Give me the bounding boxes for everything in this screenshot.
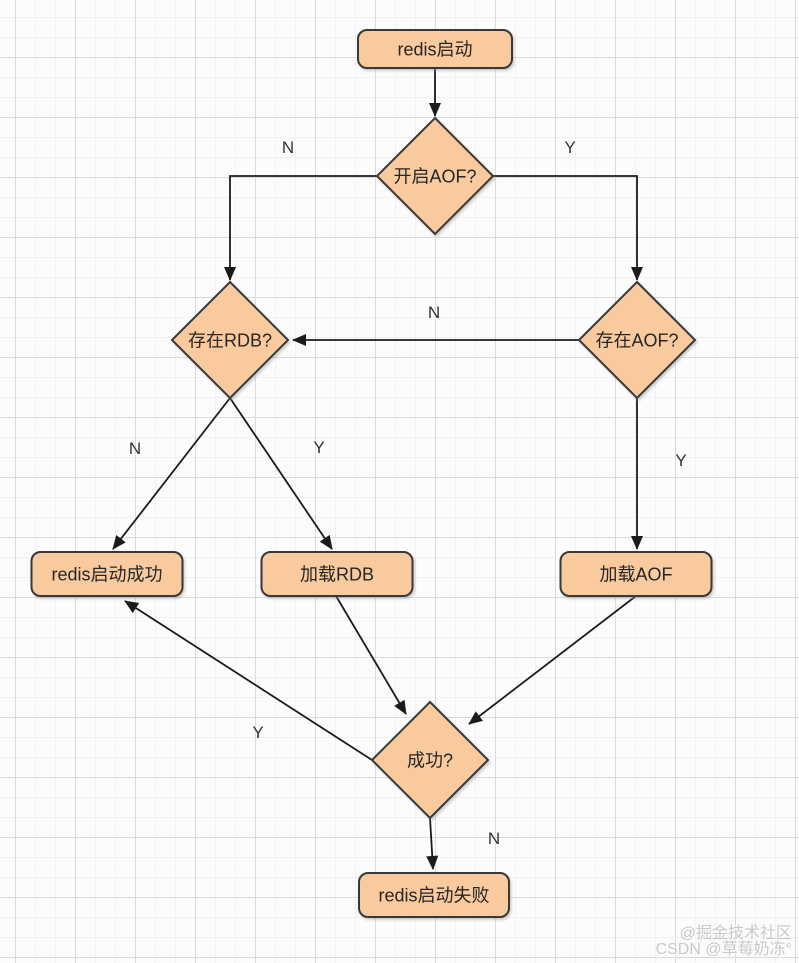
edge-aof-enabled-y-to-aof [492,175,643,281]
node-aof-enabled: 开启AOF? [375,116,495,236]
edge-label-aof-enabled-y-to-aof: Y [564,138,575,157]
edge-label-aof-enabled-n-to-rdb: N [282,138,294,157]
node-label-start: redis启动 [397,39,472,59]
node-shape-start-success [30,551,184,597]
node-shape-rdb-exists [170,280,290,400]
node-shape-start [357,29,513,69]
node-label-aof-exists: 存在AOF? [595,330,678,350]
node-start-success: redis启动成功 [30,551,184,597]
node-start: redis启动 [357,29,513,69]
edge-load-aof-to-success [468,595,637,725]
node-shape-load-aof [559,551,713,597]
edge-rdb-exists-n-to-success [112,397,231,550]
edge-label-aof-exists-n-to-rdb: N [428,303,440,322]
node-label-aof-enabled: 开启AOF? [393,166,476,186]
edge-success-y-to-startsuccess [124,600,373,761]
edge-label-success-y-to-startsuccess: Y [252,723,263,742]
node-label-load-rdb: 加载RDB [300,564,374,584]
edge-load-rdb-to-success [335,595,407,715]
node-shape-start-fail [358,872,510,918]
node-rdb-exists: 存在RDB? [170,280,290,400]
node-load-rdb: 加载RDB [260,551,414,597]
node-success: 成功? [370,700,490,820]
node-label-rdb-exists: 存在RDB? [188,330,272,350]
node-load-aof: 加载AOF [559,551,713,597]
node-label-success: 成功? [407,750,453,770]
node-shape-load-rdb [260,551,414,597]
edge-rdb-exists-y-to-loadrdb [229,397,333,550]
edge-label-aof-exists-y-to-loadaof: Y [675,451,686,470]
node-shape-aof-enabled [375,116,495,236]
edge-label-rdb-exists-n-to-success: N [129,439,141,458]
edge-label-success-n-to-startfail: N [488,829,500,848]
edge-success-n-to-startfail [426,817,439,870]
node-label-start-fail: redis启动失败 [378,885,489,905]
edge-label-rdb-exists-y-to-loadrdb: Y [313,438,324,457]
node-shape-success [370,700,490,820]
edge-aof-enabled-n-to-rdb [224,175,378,281]
node-label-load-aof: 加载AOF [599,564,672,584]
node-label-start-success: redis启动成功 [51,564,162,584]
node-start-fail: redis启动失败 [358,872,510,918]
node-aof-exists: 存在AOF? [577,280,697,400]
node-shape-aof-exists [577,280,697,400]
